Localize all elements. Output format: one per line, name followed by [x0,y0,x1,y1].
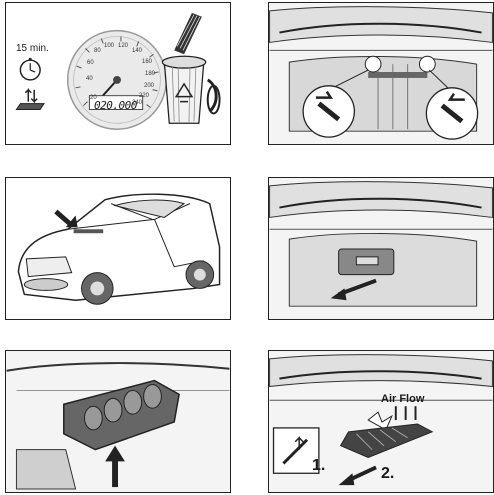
step-panel-replace-filter: Air Flow 1. 2. [268,350,494,493]
clock-icon [19,57,41,81]
speed-tick: 100 [104,43,115,49]
speed-tick: 240 [132,100,143,106]
air-filter-icon [174,12,202,55]
speed-tick: 60 [87,60,94,66]
speed-tick: 40 [86,76,93,82]
speed-tick: 120 [118,43,129,49]
speed-tick: 140 [132,48,143,54]
step-panel-release-clips [268,2,494,145]
step-1-label: 1. [312,457,326,474]
car-illustration [17,193,221,305]
step-2-label: 2. [381,465,395,482]
speed-tick: 20 [90,95,97,101]
air-flow-arrows [394,406,417,421]
arrow-icon [315,91,334,99]
clip-zoom-right [425,87,479,140]
filter-replacement-illustration [269,354,493,486]
speedometer-gauge [66,29,168,130]
step-panel-open-bonnet [5,177,231,320]
engine-cover-lift-illustration [6,362,230,490]
speed-tick: 200 [144,83,155,89]
speed-tick: 80 [94,48,101,54]
interval-illustration [15,12,221,130]
engine-bay-clips-illustration [269,6,493,140]
engine-bay-cover-illustration [269,181,493,307]
speed-tick: 180 [145,71,156,77]
air-filter-icon [339,423,434,459]
step-panel-remove-clip [268,177,494,320]
step-panel-interval: 15 min. 20 40 60 80 100 120 140 160 180 … [5,2,231,145]
arrow-icon [54,209,74,228]
recycle-bin-icon [161,55,221,124]
hand-icon [15,87,45,110]
speed-tick: 220 [139,93,150,99]
arrow-icon [294,435,304,450]
clip-zoom-left [302,85,356,138]
air-flow-label: Air Flow [381,393,425,405]
interval-time-label: 15 min. [16,43,49,54]
odometer-readout: 020.000 [94,99,137,112]
speed-tick: 160 [142,59,153,65]
arrow-icon [447,93,465,101]
step-panel-lift-cover [5,350,231,493]
